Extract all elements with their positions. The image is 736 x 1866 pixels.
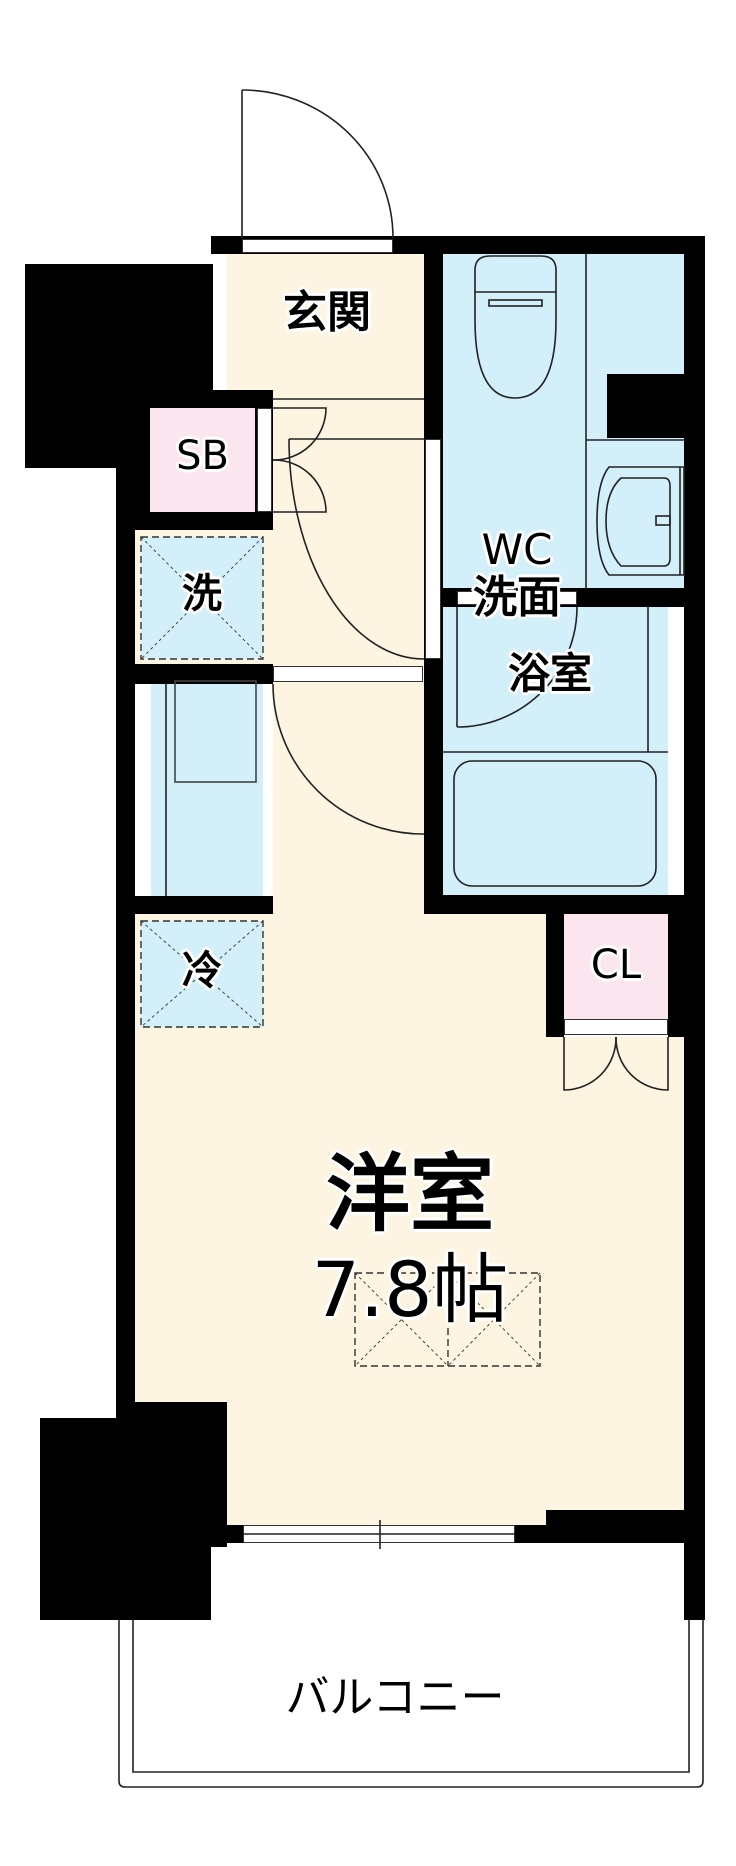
hallway-floor: [273, 390, 424, 914]
closet: [564, 914, 668, 1019]
bathroom-label: 浴室: [507, 649, 592, 698]
western-room-floor-bottom2: [546, 1402, 684, 1510]
wall-cl-right: [668, 895, 705, 1037]
shoe-box-label: SB: [176, 433, 229, 479]
entrance-floor: [227, 254, 424, 390]
kitchen-door-opening[interactable]: [273, 666, 423, 682]
bathroom-door-opening[interactable]: [457, 591, 577, 605]
washer-label: 洗: [182, 571, 222, 617]
shoe-box-door-opening[interactable]: [257, 408, 272, 512]
shoe-box: [150, 408, 255, 512]
entrance-label: 玄関: [283, 287, 371, 338]
wall-cl-left: [546, 895, 564, 1037]
wall-bottom-left-stub: [211, 1525, 243, 1543]
western-room-floor-bottom: [227, 1402, 546, 1525]
closet-label: CL: [590, 942, 642, 988]
wall-bottom-right: [515, 1510, 705, 1543]
kitchen-counter: [151, 684, 263, 896]
balcony-label: バルコニー: [285, 1672, 505, 1723]
wc-door-opening[interactable]: [425, 439, 441, 659]
western-room-size: 7.8帖: [311, 1245, 509, 1334]
western-room-label: 洋室: [325, 1145, 494, 1243]
wc-label: WC: [481, 525, 553, 574]
balcony-window[interactable]: [243, 1525, 515, 1543]
wall-block-bottom-left: [40, 1418, 211, 1620]
fridge-label: 冷: [182, 948, 222, 994]
entrance-door-opening[interactable]: [242, 239, 393, 253]
washroom-label-visible: 洗面: [473, 572, 561, 623]
wall-bath-bottom: [424, 895, 705, 914]
wall-kitchen-bottom: [116, 896, 273, 914]
wall-washer-kitchen: [116, 664, 273, 684]
wall-left-outer: [116, 390, 135, 1550]
pipe-shaft-block: [607, 374, 684, 438]
closet-door-opening[interactable]: [564, 1019, 668, 1035]
